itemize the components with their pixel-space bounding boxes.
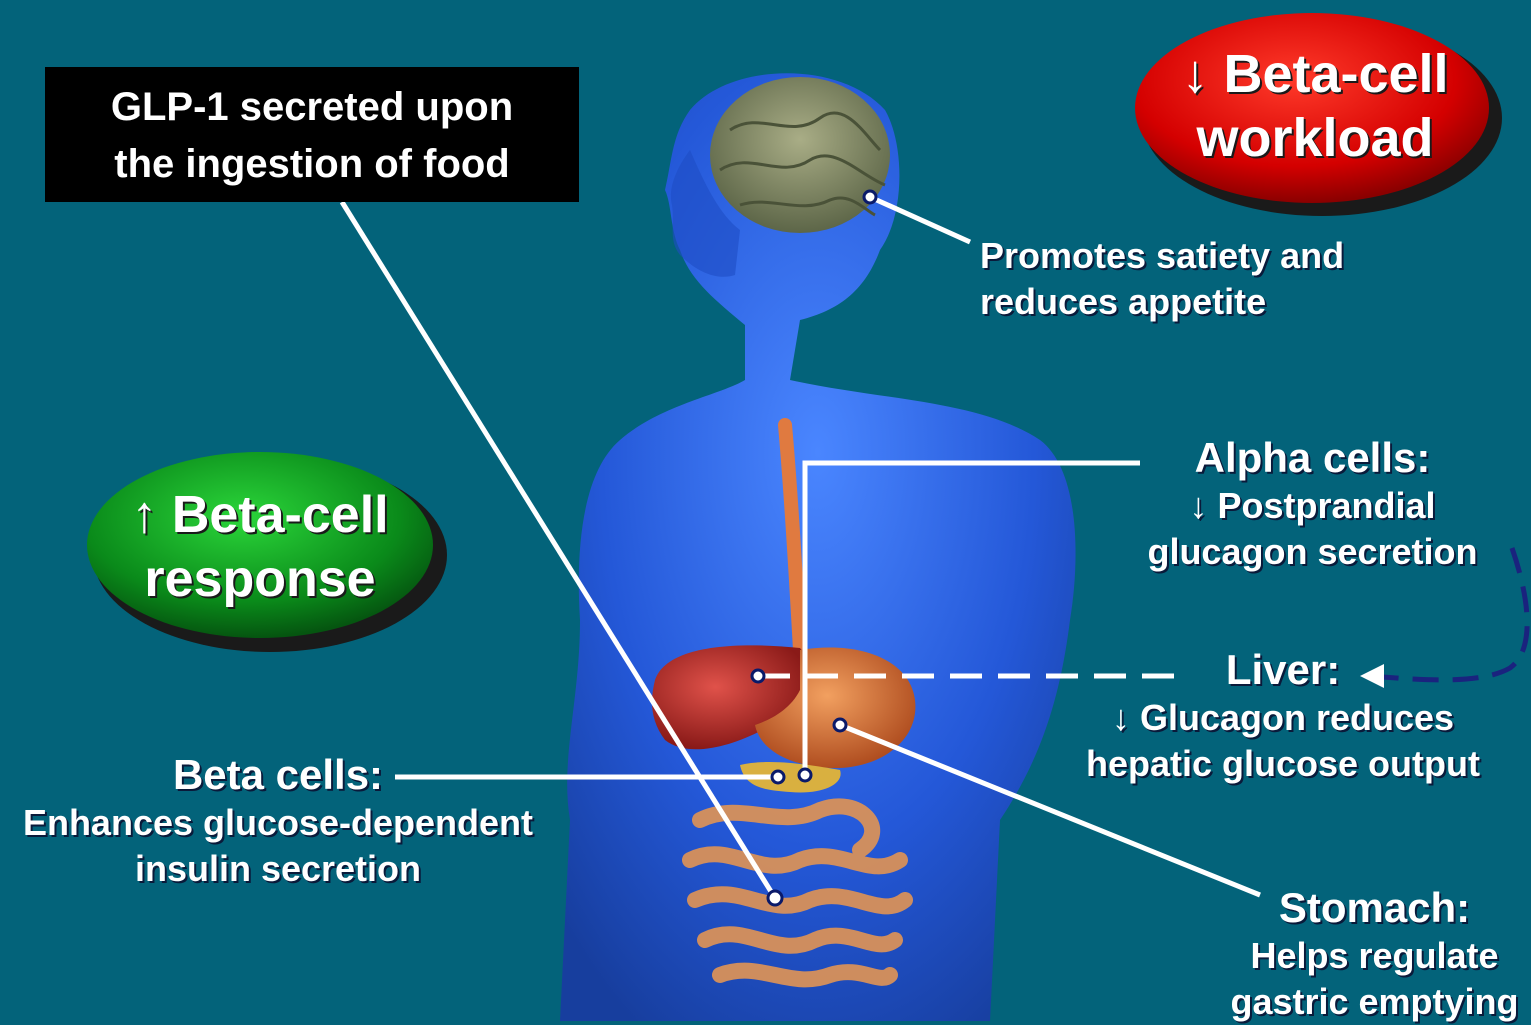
response-line1: ↑ Beta-cell [95,483,425,547]
beta-line1: Enhances glucose-dependent [8,800,548,846]
brain-illustration [710,77,890,233]
liver-line1: ↓ Glucagon reduces [1078,695,1488,741]
alpha-heading: Alpha cells: [1130,433,1495,483]
liver-heading: Liver: [1078,645,1488,695]
workload-line2: workload [1150,106,1480,170]
glp1-line1: GLP-1 secreted upon [45,79,579,136]
stomach-line1: Helps regulate [1222,933,1527,979]
beta-dot [772,771,784,783]
liver-line2: hepatic glucose output [1078,741,1488,787]
brain-line2: reduces appetite [980,279,1344,325]
beta-cell-response-label: ↑ Beta-cell response [95,483,425,611]
alpha-cells-label: Alpha cells: ↓ Postprandial glucagon sec… [1130,433,1495,575]
alpha-line2: glucagon secretion [1130,529,1495,575]
stomach-dot [834,719,846,731]
stomach-heading: Stomach: [1222,883,1527,933]
brain-dot [864,191,876,203]
intestine-dot [768,891,782,905]
brain-line1: Promotes satiety and [980,233,1344,279]
liver-dot [752,670,764,682]
liver-label: Liver: ↓ Glucagon reduces hepatic glucos… [1078,645,1488,787]
beta-heading: Beta cells: [8,750,548,800]
stomach-label: Stomach: Helps regulate gastric emptying [1222,883,1527,1025]
stomach-line2: gastric emptying [1222,979,1527,1025]
glp1-line2: the ingestion of food [45,136,579,193]
alpha-line1: ↓ Postprandial [1130,483,1495,529]
beta-cells-label: Beta cells: Enhances glucose-dependent i… [8,750,548,892]
beta-cell-workload-label: ↓ Beta-cell workload [1150,42,1480,170]
alpha-dot [799,769,811,781]
response-line2: response [95,547,425,611]
brain-effect-label: Promotes satiety and reduces appetite [980,233,1344,325]
glp1-secretion-box: GLP-1 secreted upon the ingestion of foo… [45,67,579,202]
workload-line1: ↓ Beta-cell [1150,42,1480,106]
beta-line2: insulin secretion [8,846,548,892]
